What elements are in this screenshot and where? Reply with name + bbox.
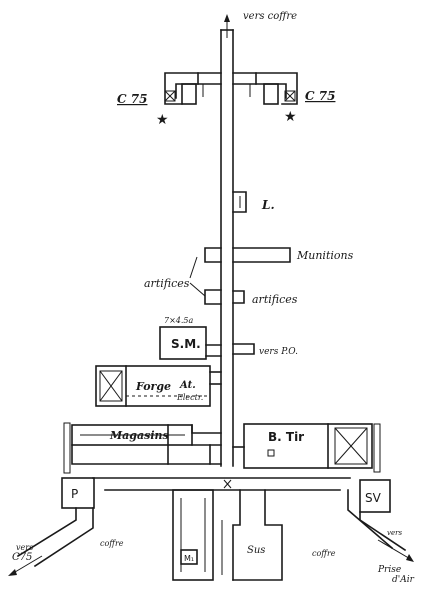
room-sv (347, 479, 407, 552)
c75-left-turret (164, 90, 176, 102)
room-sus-label: Sus (247, 545, 265, 556)
artifices-right-label: artifices (252, 293, 298, 306)
main-gallery (220, 29, 234, 467)
room-p (16, 477, 95, 568)
room-sm (159, 326, 222, 360)
coffre-right-label: coffre (312, 549, 336, 558)
artifices-left-label: artifices (144, 277, 190, 290)
up-arrow-icon (224, 14, 230, 38)
room-sus (221, 489, 283, 581)
vers-c75-b-label: C75 (12, 552, 32, 563)
at-label: At. (179, 380, 196, 391)
c75-right-turret (284, 90, 296, 102)
room-p-label: P (71, 487, 78, 501)
room-forge (95, 365, 222, 407)
right-arrow-icon (377, 539, 414, 562)
po-branch (232, 343, 255, 355)
vers-prise-a-label: vers (387, 529, 402, 537)
vers-coffre-top-label: vers coffre (243, 11, 297, 22)
star-left-icon: ★ (156, 112, 169, 128)
vers-prise-c-label: d'Air (392, 575, 415, 585)
room-m1-label: M₁ (184, 554, 194, 563)
c75-left-label: C 75 (117, 92, 147, 106)
room-b-tir (232, 423, 381, 473)
room-sv-label: SV (365, 491, 382, 505)
room-m1-shaft (172, 489, 214, 581)
artifices-niches (189, 256, 245, 305)
top-cross-branches (164, 72, 298, 105)
room-l-label: L. (261, 198, 275, 212)
munitions-branch (204, 247, 291, 263)
coffre-left-label: coffre (100, 539, 124, 548)
left-arrow-icon (8, 555, 43, 576)
munitions-label: Munitions (296, 249, 354, 262)
room-sm-label: S.M. (171, 337, 201, 351)
vers-prise-b-label: Prise (377, 565, 401, 575)
sm-tag-label: 7×4.5a (164, 316, 194, 325)
electr-label: Electr. (176, 393, 203, 402)
magasins-label: Magasins (109, 429, 169, 442)
room-l (232, 191, 247, 213)
b-tir-label: B. Tir (268, 430, 304, 444)
vers-po-label: vers P.O. (259, 347, 298, 357)
bottom-gallery (92, 477, 351, 491)
vers-c75-a-label: vers (16, 543, 33, 552)
forge-label: Forge (135, 380, 171, 393)
c75-right-label: C 75 (305, 89, 335, 103)
room-magasins (63, 422, 222, 474)
star-right-icon: ★ (284, 109, 297, 125)
